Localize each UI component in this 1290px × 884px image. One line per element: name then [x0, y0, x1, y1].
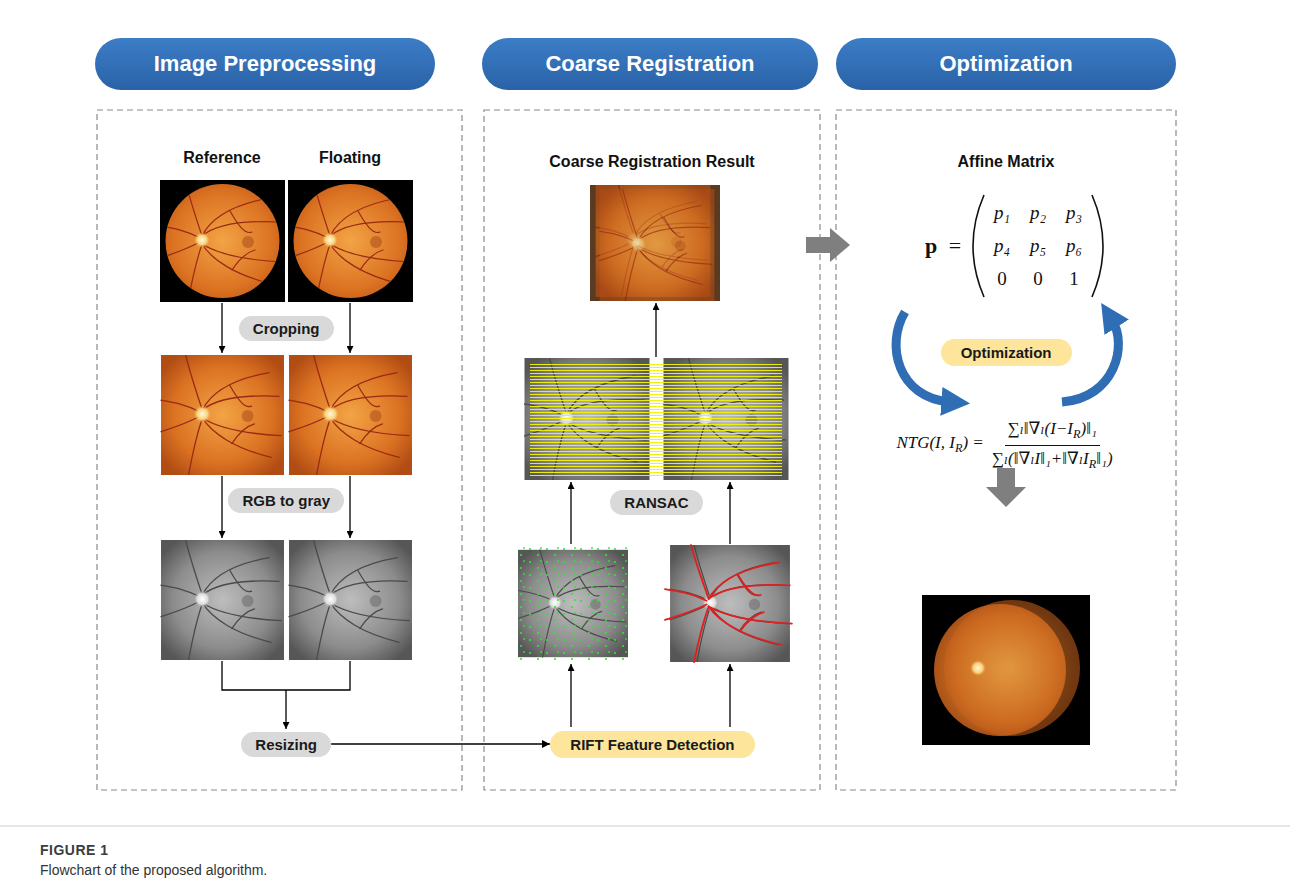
matrix-cell: p₁	[994, 202, 1010, 224]
image-label: Floating	[319, 149, 381, 167]
node-text: Coarse Registration	[545, 51, 754, 77]
formula-term: )‖₁	[1081, 419, 1097, 438]
optic-disc	[970, 660, 986, 676]
cropped-image	[161, 355, 284, 475]
formula-term: ∑ₗ(‖∇ₗI‖₁+‖∇ₗI	[992, 449, 1089, 468]
flow-arrows	[222, 303, 350, 729]
loop-arrow	[1062, 320, 1118, 402]
gray-image	[289, 540, 412, 660]
match-lines	[530, 362, 782, 476]
method-pill: RIFT Feature Detection	[550, 731, 755, 758]
panel-frame	[97, 110, 462, 790]
figure-number: FIGURE 1	[40, 842, 109, 858]
ntg-formula: NTG(I, IR) =∑ₗ‖∇ₗ(I−IR)‖₁∑ₗ(‖∇ₗI‖₁+‖∇ₗIR…	[896, 418, 1115, 472]
matrix-cell: p₂	[1030, 202, 1046, 224]
node-text: Resizing	[255, 736, 317, 753]
node-text: Cropping	[253, 320, 320, 337]
fundus-image	[288, 180, 413, 302]
fundus-image	[160, 180, 285, 302]
registration-result	[600, 189, 715, 301]
figure-caption: Flowchart of the proposed algorithm.	[40, 862, 267, 878]
process-pill: Cropping	[239, 316, 334, 341]
formula-subscript: R	[1089, 457, 1096, 471]
process-pill: RGB to gray	[228, 488, 344, 513]
formula-term: ‖₁)	[1096, 449, 1112, 468]
matrix-cell: 0	[997, 268, 1007, 290]
formula-subscript: R	[955, 442, 962, 456]
matrix-cell: p₆	[1066, 235, 1082, 257]
formula-lhs: NTG(I, IR) =	[896, 433, 983, 456]
formula-numerator: ∑ₗ‖∇ₗ(I−IR)‖₁	[1005, 418, 1100, 445]
final-image	[922, 595, 1090, 745]
node-text: RANSAC	[624, 494, 688, 511]
method-pill: Optimization	[941, 339, 1072, 366]
flow-connector	[331, 743, 550, 744]
process-pill: Resizing	[241, 732, 331, 757]
registration-result	[590, 185, 720, 301]
process-pill: RANSAC	[610, 490, 703, 515]
gray-image	[161, 540, 284, 660]
node-text: RIFT Feature Detection	[570, 736, 734, 753]
image-label: Affine Matrix	[958, 153, 1055, 171]
transition-arrow	[806, 228, 850, 262]
formula-term: ∑ₗ‖∇ₗ(I−I	[1008, 419, 1073, 438]
formula-term: ) =	[962, 433, 983, 452]
node-text: RGB to gray	[242, 492, 330, 509]
node-text: Optimization	[961, 344, 1052, 361]
formula-term: NTG(I, I	[896, 433, 955, 452]
panel-frame	[484, 110, 820, 790]
matrix-cell: p₃	[1066, 202, 1082, 224]
feature-image	[670, 545, 790, 662]
matrix-cell: p₄	[994, 235, 1010, 257]
feature-points	[518, 545, 628, 662]
formula-fraction: ∑ₗ‖∇ₗ(I−IR)‖₁∑ₗ(‖∇ₗI‖₁+‖∇ₗIR‖₁)	[989, 418, 1116, 472]
matrix-bracket	[973, 195, 984, 297]
node-text: Image Preprocessing	[154, 51, 377, 77]
cropped-image	[289, 355, 412, 475]
matrix-symbol: p	[925, 233, 937, 259]
node-text: Optimization	[939, 51, 1072, 77]
formula-subscript: R	[1073, 428, 1080, 442]
matrix-bracket	[1092, 195, 1103, 297]
formula-denominator: ∑ₗ(‖∇ₗI‖₁+‖∇ₗIR‖₁)	[989, 446, 1116, 472]
matrix-cell: 0	[1033, 268, 1043, 290]
feature-vessels	[665, 545, 792, 662]
equals-sign: =	[949, 233, 961, 259]
image-label: Reference	[183, 149, 260, 167]
section-header: Optimization	[836, 38, 1176, 90]
matrix-cell: p₅	[1030, 235, 1046, 257]
transition-arrow	[986, 468, 1026, 507]
matrix-cell: 1	[1069, 268, 1079, 290]
flow-arrows	[571, 303, 730, 727]
final-image	[944, 600, 1080, 736]
caption-rule	[0, 826, 1290, 827]
section-header: Coarse Registration	[482, 38, 818, 90]
panel-frame	[836, 110, 1176, 790]
section-header: Image Preprocessing	[95, 38, 435, 90]
image-label: Coarse Registration Result	[549, 153, 754, 171]
